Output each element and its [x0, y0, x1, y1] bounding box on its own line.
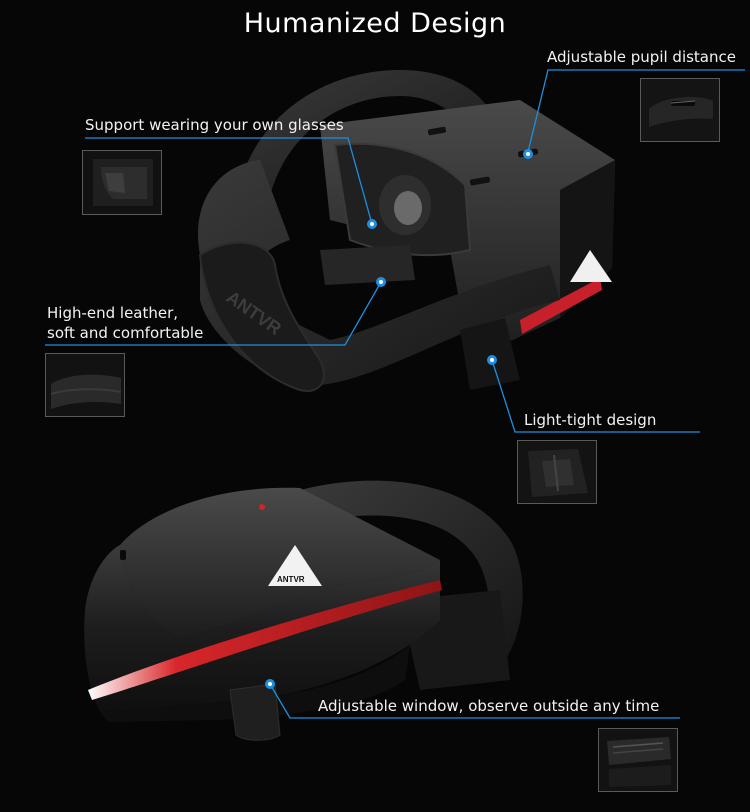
detail-thumb-leather [45, 353, 125, 417]
label-leather: High-end leather, soft and comfortable [47, 303, 203, 343]
label-leather-line1: High-end leather, [47, 304, 179, 322]
label-leather-line2: soft and comfortable [47, 324, 204, 342]
callout-lines [45, 69, 745, 719]
detail-thumb-pupil [640, 78, 720, 142]
front-brand: ANTVR [277, 575, 305, 584]
callout-dots [265, 149, 533, 689]
detail-thumb-light-tight [517, 440, 597, 504]
headset-rear-view: ANTVR [198, 70, 615, 392]
label-glasses-support: Support wearing your own glasses [85, 116, 344, 134]
label-pupil-distance: Adjustable pupil distance [547, 48, 736, 66]
headset-front-view: ANTVR [84, 480, 523, 741]
page-title: Humanized Design [243, 8, 507, 39]
detail-thumb-glasses [82, 150, 162, 215]
label-adjustable-window: Adjustable window, observe outside any t… [318, 697, 660, 715]
detail-thumb-window [598, 728, 678, 792]
label-light-tight: Light-tight design [524, 411, 657, 429]
